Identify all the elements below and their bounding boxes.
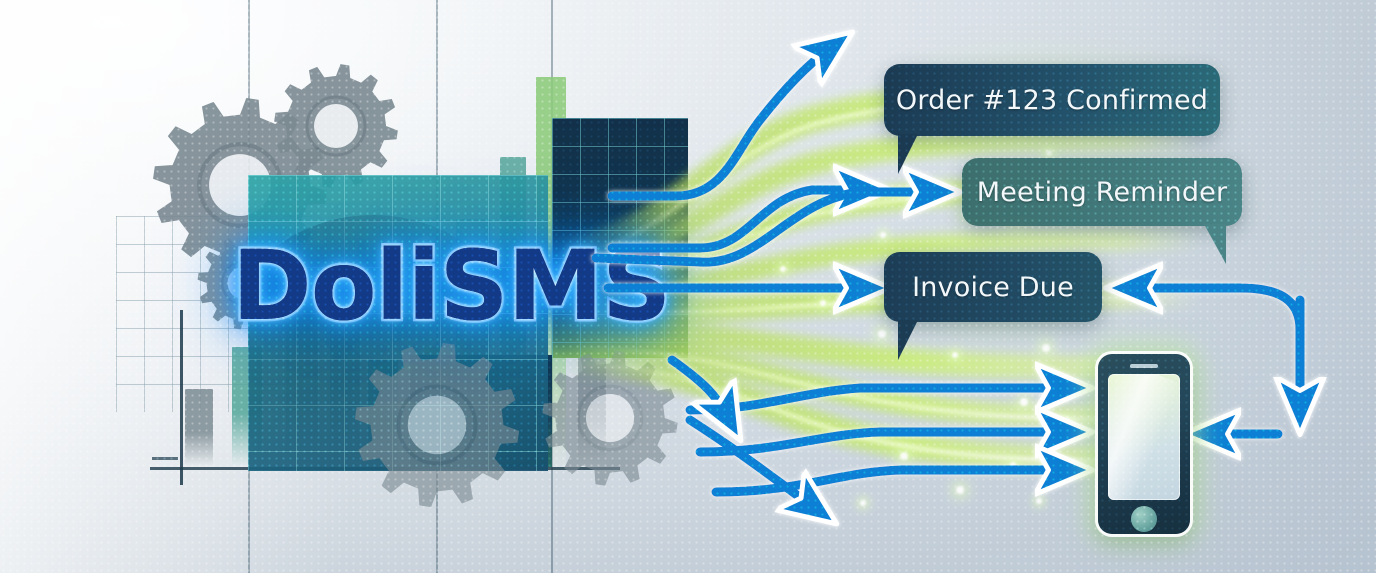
message-bubble-order-label: Order #123 Confirmed xyxy=(895,84,1209,116)
sparkle-dot xyxy=(1010,462,1016,468)
brand-wordmark-fill: DoliSMS xyxy=(232,230,671,342)
message-bubble-meeting[interactable]: Meeting Reminder xyxy=(962,158,1242,264)
sparkle-dot xyxy=(1064,418,1070,424)
sparkle-dot xyxy=(860,500,866,506)
sparkle-dot xyxy=(780,266,786,272)
phone-screen-glare xyxy=(1108,374,1180,500)
chart-axis-vertical xyxy=(180,310,183,485)
message-bubble-order[interactable]: Order #123 Confirmed xyxy=(884,64,1220,174)
sparkle-dot xyxy=(1042,344,1050,352)
sparkle-dot xyxy=(878,330,886,338)
gear-bottom-left-icon xyxy=(352,340,522,510)
chart-axis-tick xyxy=(152,457,178,460)
message-bubble-invoice[interactable]: Invoice Due xyxy=(884,252,1102,360)
sparkle-dot xyxy=(952,352,958,358)
sparkle-dot xyxy=(1036,498,1042,504)
gear-bottom-right-icon xyxy=(540,348,680,488)
brand-wordmark: DoliSMS DoliSMS xyxy=(229,230,673,342)
phone-speaker xyxy=(1130,364,1158,368)
sparkle-dot xyxy=(956,486,964,494)
sparkle-dot xyxy=(1020,398,1028,406)
message-bubble-invoice-label: Invoice Due xyxy=(912,271,1074,303)
bubble-tail-order xyxy=(898,134,918,174)
gear-medium-top-icon xyxy=(272,62,400,190)
phone-home-button[interactable] xyxy=(1131,506,1157,532)
sparkle-dot xyxy=(900,452,908,460)
sparkle-dot xyxy=(1046,150,1052,156)
bar-1 xyxy=(185,389,213,467)
sparkle-dot xyxy=(820,300,826,306)
bubble-tail-invoice xyxy=(898,320,918,360)
message-bubble-meeting-label: Meeting Reminder xyxy=(976,176,1228,208)
smartphone-device[interactable] xyxy=(1098,354,1190,534)
bubble-tail-meeting xyxy=(1204,224,1226,264)
phone-screen xyxy=(1108,374,1180,500)
